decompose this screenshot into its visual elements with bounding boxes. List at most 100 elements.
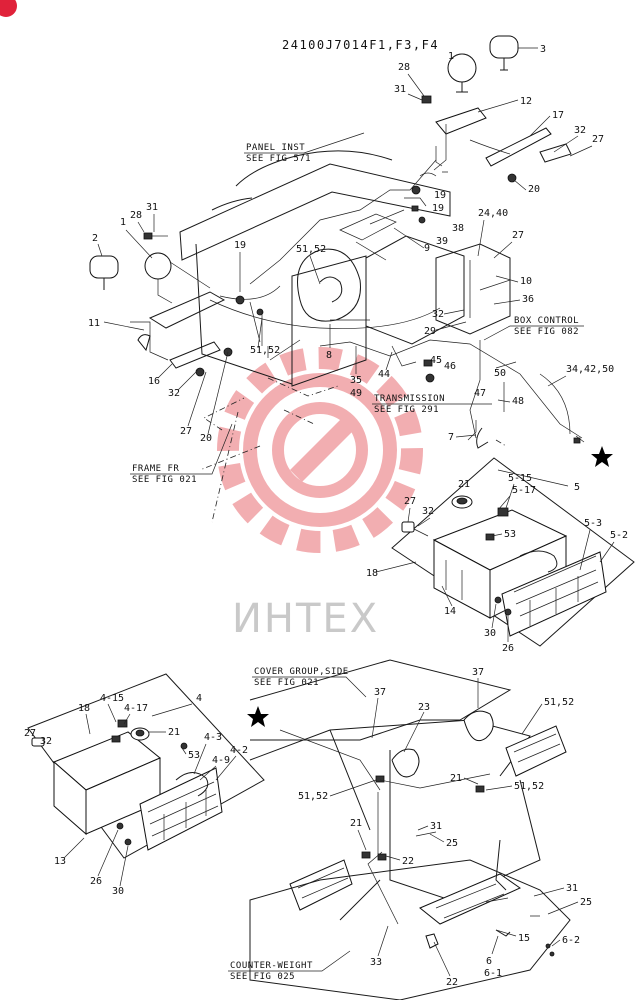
callout: 48 (512, 396, 524, 407)
callout: 24,40 (478, 208, 508, 219)
ref-panel-inst-line1: PANEL INST (246, 143, 305, 153)
callout: 19 (432, 203, 444, 214)
callout: 35 (350, 375, 362, 386)
callout: 6-2 (562, 935, 580, 946)
callout: 27 (592, 134, 604, 145)
callout: 6-1 (484, 968, 502, 979)
callout: 17 (552, 110, 564, 121)
callout: 15 (518, 933, 530, 944)
callout: 30 (112, 886, 124, 897)
star-right (591, 446, 613, 467)
drawing-code: 24100J7014F1,F3,F4 (282, 38, 439, 52)
callout: 33 (370, 957, 382, 968)
callout: 32 (432, 309, 444, 320)
callout: 29 (424, 326, 436, 337)
reference-notes: PANEL INST SEE FIG 571 BOX CONTROL SEE F… (130, 132, 584, 982)
callout: 26 (502, 643, 514, 654)
callout: 44 (378, 369, 390, 380)
callout: 5-2 (610, 530, 628, 541)
callout: 27 (24, 728, 36, 739)
callout: 8 (326, 350, 332, 361)
callout: 4-15 (100, 693, 124, 704)
callout: 51,52 (514, 781, 544, 792)
callout: 4-3 (204, 732, 222, 743)
callout: 32 (40, 736, 52, 747)
callout: 32 (422, 506, 434, 517)
callout: 21 (458, 479, 470, 490)
callout: 51,52 (544, 697, 574, 708)
callout: 37 (374, 687, 386, 698)
callout: 18 (78, 703, 90, 714)
callout: 19 (434, 190, 446, 201)
callout: 10 (520, 276, 532, 287)
callout: 9 (424, 243, 430, 254)
callout: 53 (504, 529, 516, 540)
callout: 12 (520, 96, 532, 107)
callout: 31 (430, 821, 442, 832)
watermark-gear (217, 347, 423, 553)
lower-machine (249, 659, 571, 1000)
ref-transmission-line1: TRANSMISSION (374, 394, 445, 404)
callout: 27 (404, 496, 416, 507)
ref-transmission-line2: SEE FIG 291 (374, 405, 439, 415)
callout: 1 (448, 51, 454, 62)
star-left (247, 706, 269, 727)
ref-frame-fr-line2: SEE FIG 021 (132, 475, 197, 485)
ref-counter-weight-line2: SEE FIG 025 (230, 972, 295, 982)
callout: 11 (88, 318, 100, 329)
callout: 5 (574, 482, 580, 493)
callout: 31 (566, 883, 578, 894)
callout: 4-17 (124, 703, 148, 714)
callout: 30 (484, 628, 496, 639)
callout: 34,42,50 (566, 364, 614, 375)
callout: 26 (90, 876, 102, 887)
callout: 53 (188, 750, 200, 761)
callout: 23 (418, 702, 430, 713)
callout: 31 (394, 84, 406, 95)
watermark-text: ИНТЕХ (232, 596, 379, 642)
callout: 38 (452, 223, 464, 234)
callout: 3 (540, 44, 546, 55)
callout: 28 (398, 62, 410, 73)
callout: 51,52 (250, 345, 280, 356)
ref-frame-fr-line1: FRAME FR (132, 464, 179, 474)
callout: 2 (92, 233, 98, 244)
callout: 28 (130, 210, 142, 221)
callout: 22 (446, 977, 458, 988)
machine-frame (130, 150, 511, 387)
callout: 13 (54, 856, 66, 867)
callout: 32 (574, 125, 586, 136)
ref-cover-group-side-line1: COVER GROUP,SIDE (254, 667, 349, 677)
callout: 50 (494, 368, 506, 379)
callout: 46 (444, 361, 456, 372)
callout: 31 (146, 202, 158, 213)
wiring-harness (249, 159, 585, 449)
ref-panel-inst-line2: SEE FIG 571 (246, 154, 311, 164)
callout: 4 (196, 693, 202, 704)
callout: 22 (402, 856, 414, 867)
callout: 21 (450, 773, 462, 784)
leader-lines (199, 377, 507, 523)
callout: 47 (474, 388, 486, 399)
callout: 5-17 (512, 485, 536, 496)
ref-counter-weight-line1: COUNTER-WEIGHT (230, 961, 313, 971)
corner-badge (0, 0, 17, 17)
callout: 5-15 (508, 473, 532, 484)
callout: 4-2 (230, 745, 248, 756)
left-lamp-assembly (89, 232, 245, 377)
rear-lamp-box-right (391, 457, 635, 647)
callout: 16 (148, 376, 160, 387)
ref-box-control-line1: BOX CONTROL (514, 316, 579, 326)
callout: 4-9 (212, 755, 230, 766)
callouts: 1 3 28 31 12 17 32 27 20 19 19 38 39 24,… (24, 44, 628, 988)
callout: 27 (180, 426, 192, 437)
callout: 19 (234, 240, 246, 251)
callout: 21 (350, 818, 362, 829)
callout: 1 (120, 217, 126, 228)
callout: 39 (436, 236, 448, 247)
callout: 36 (522, 294, 534, 305)
callout: 20 (528, 184, 540, 195)
callout: 6 (486, 956, 492, 967)
callout: 14 (444, 606, 456, 617)
